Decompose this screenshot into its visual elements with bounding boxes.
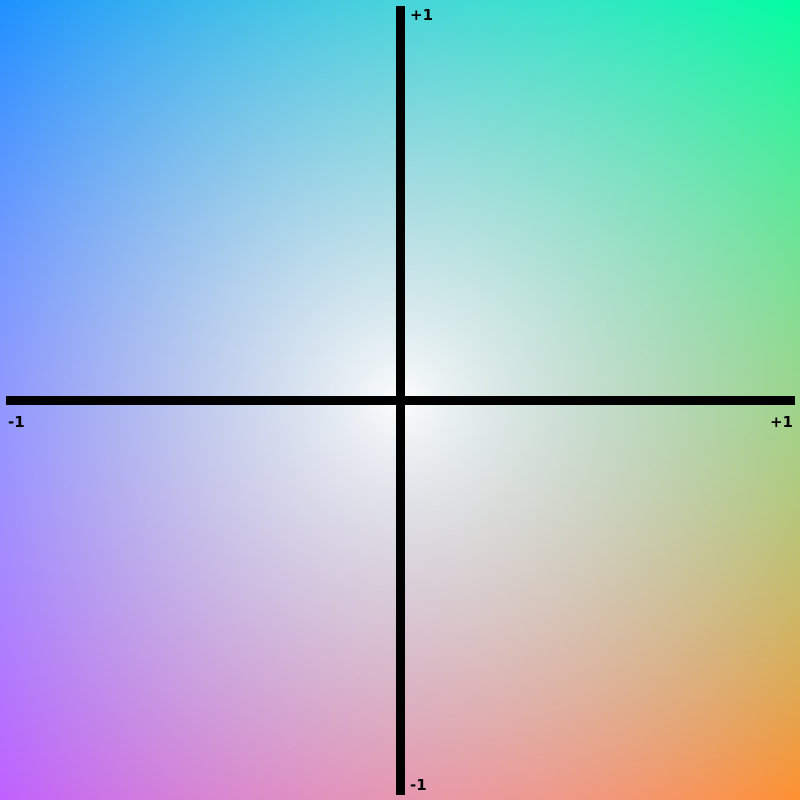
y-axis-max-label: +1 — [410, 6, 434, 24]
x-axis-max-label: +1 — [769, 413, 793, 431]
x-axis-min-label: -1 — [8, 413, 25, 431]
y-axis-min-label: -1 — [410, 776, 427, 794]
y-axis — [396, 6, 405, 795]
